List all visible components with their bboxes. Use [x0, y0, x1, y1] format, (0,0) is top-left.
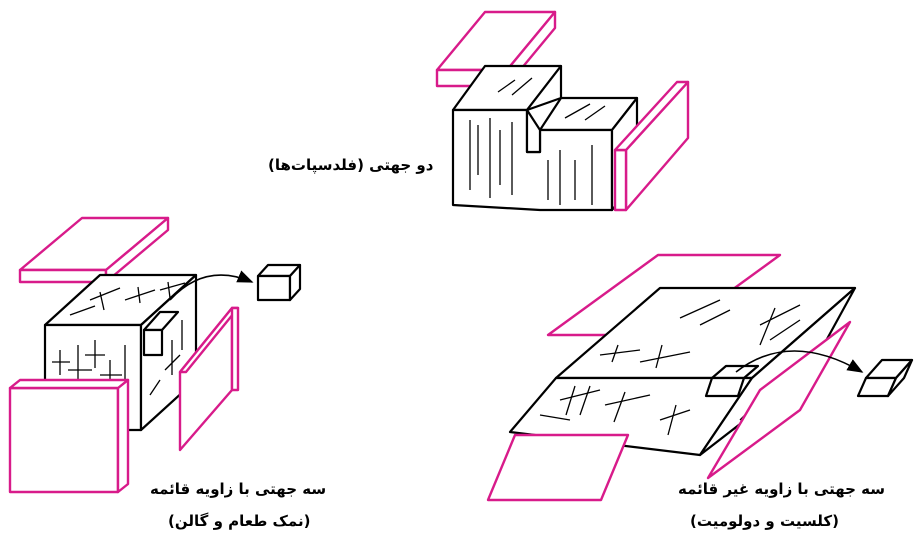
cube-block: [8, 216, 302, 494]
rhomb-front-plane: [486, 433, 630, 502]
two-direction-hatching: [469, 77, 631, 205]
side-cleavage-plane: [613, 80, 690, 212]
rhomb-side-plane: [706, 320, 852, 480]
label-three-oblique: سه جهتی با زاویه غیر قائمه: [678, 480, 886, 498]
label-three-right-angle: سه جهتی با زاویه قائمه: [150, 480, 327, 498]
label-two-direction: دو جهتی (فلدسپات‌ها): [268, 156, 434, 174]
label-three-right-angle-examples: (نمک طعام و گالن): [168, 512, 311, 530]
two-direction-block: [435, 10, 690, 212]
rhomb-fragment: [856, 358, 914, 398]
label-three-oblique-examples: (کلسیت و دولومیت): [690, 512, 839, 530]
cube-fragment: [256, 263, 302, 302]
cube-front-plane: [8, 378, 130, 494]
cube-side-plane: [178, 306, 240, 452]
cube-top-plane: [18, 216, 170, 284]
rhombohedron-block: [486, 253, 914, 502]
